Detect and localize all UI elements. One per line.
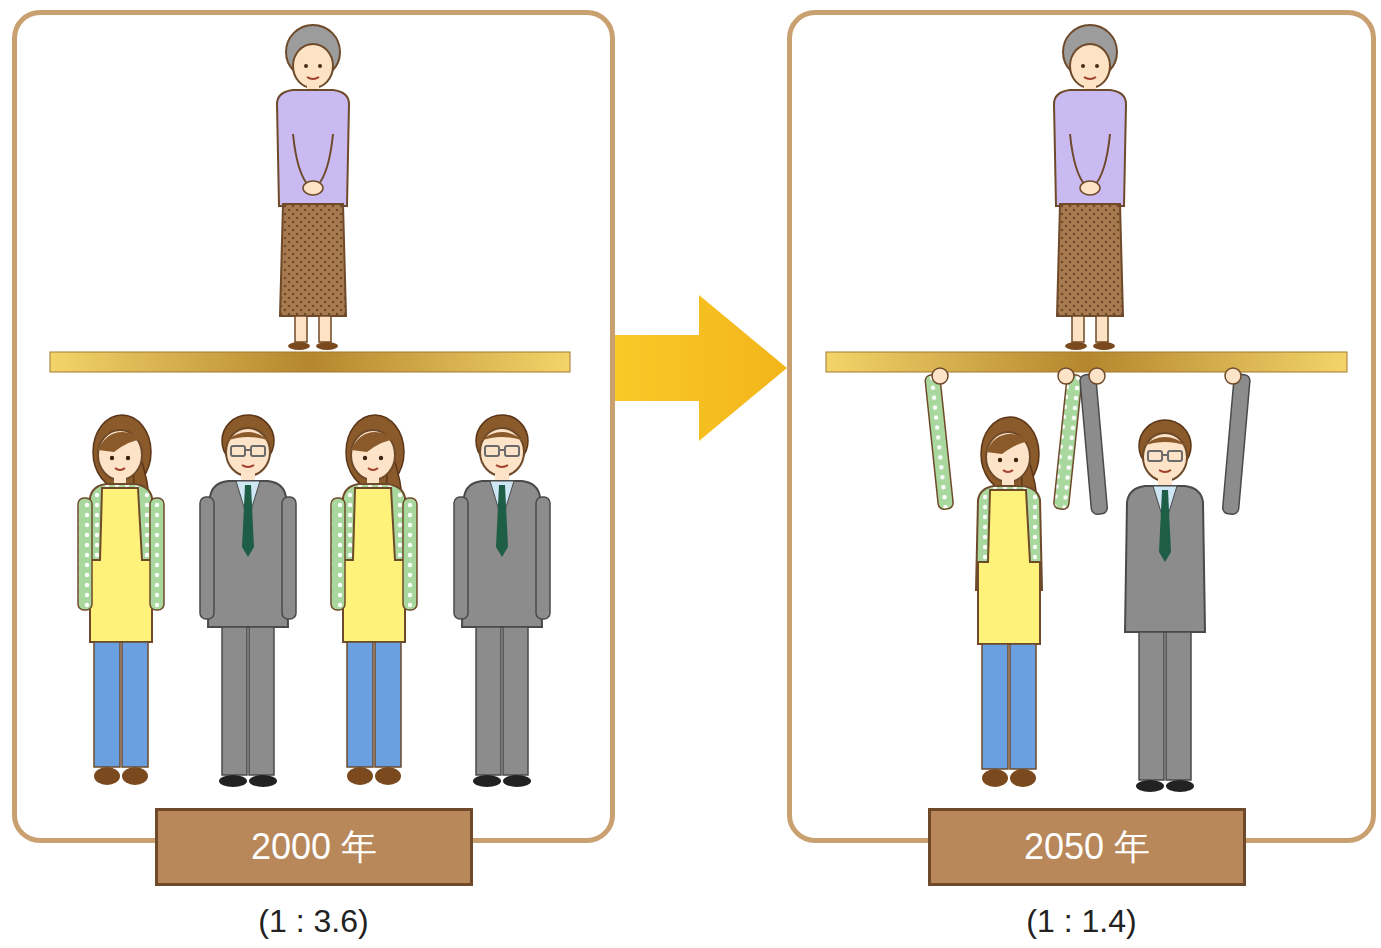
elderly-figure: [277, 25, 349, 350]
year-label: 2050 年: [1024, 827, 1150, 867]
panel-2050-figures: [826, 25, 1347, 792]
lifting-worker-figure: [925, 368, 1083, 787]
transition-arrow: [615, 295, 787, 441]
lifting-worker-figure: [1080, 368, 1251, 792]
panel-2000-figures: [50, 25, 570, 787]
year-label-box: 2050 年: [928, 808, 1246, 886]
worker-figure: [331, 415, 417, 785]
support-plank: [826, 352, 1347, 372]
ratio-caption: (1 : 1.4): [792, 903, 1371, 940]
year-label-box: 2000 年: [155, 808, 473, 886]
worker-figure: [454, 415, 550, 787]
year-panel: (1 : 1.4)2050 年: [787, 10, 1376, 843]
ratio-caption: (1 : 3.6): [17, 903, 610, 940]
worker-figure: [200, 415, 296, 787]
worker-figure: [78, 415, 164, 785]
year-panel: (1 : 3.6)2000 年: [12, 10, 615, 843]
year-label: 2000 年: [251, 827, 377, 867]
support-plank: [50, 352, 570, 372]
elderly-figure: [1054, 25, 1126, 350]
